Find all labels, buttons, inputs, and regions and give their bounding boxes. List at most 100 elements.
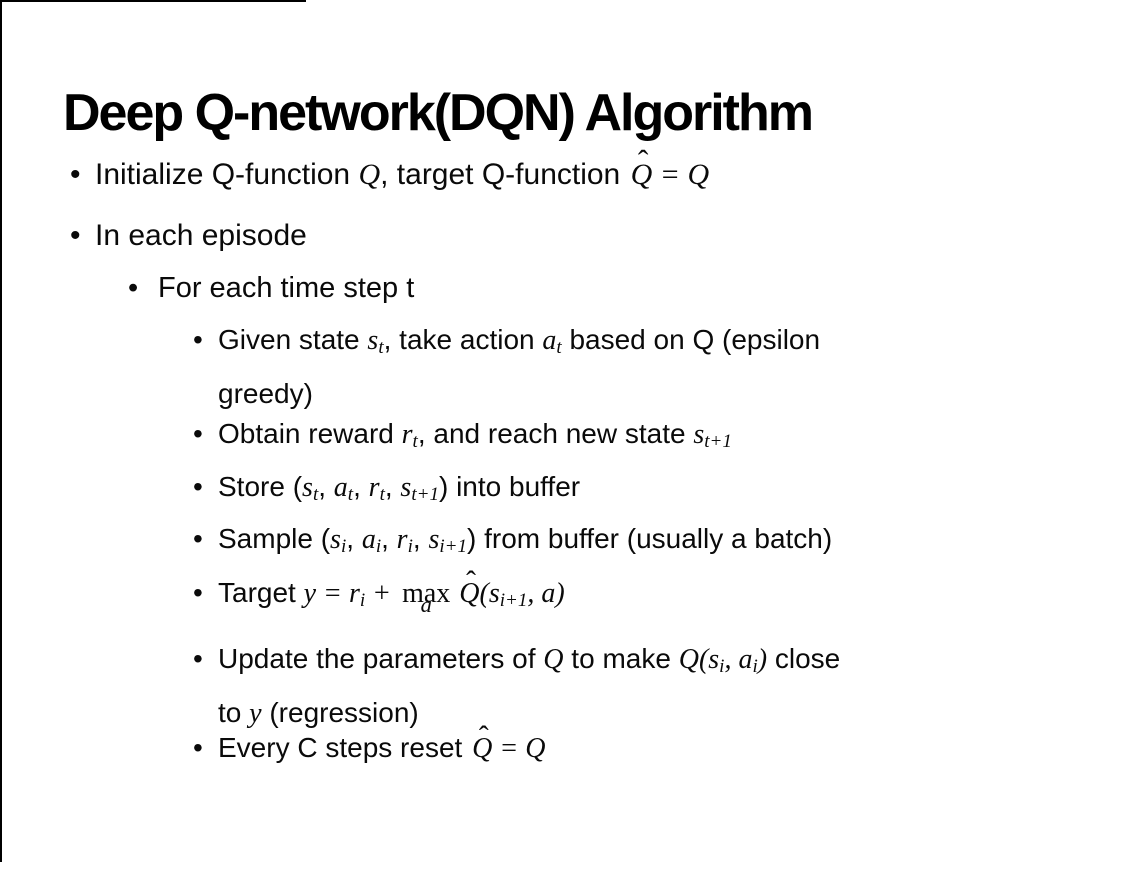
- math-subscript: i: [407, 536, 413, 558]
- hat-accent: ˆ: [478, 721, 489, 754]
- math-symbol: Q: [525, 733, 546, 764]
- math-subscripted: ai: [738, 644, 758, 678]
- text-run: Update the parameters of: [218, 643, 544, 674]
- math-subscripted: rt: [368, 472, 385, 506]
- text-run: to: [218, 697, 250, 729]
- text-run: based on Q (epsilon: [561, 324, 821, 355]
- text-run: ,: [353, 471, 369, 502]
- math-subscript: i+1: [499, 590, 528, 612]
- text-run: ) from buffer (usually a batch): [467, 523, 833, 554]
- math-symbol: y: [249, 698, 262, 730]
- math-symbol: ,: [527, 578, 542, 609]
- bullet-item: • In each episode: [70, 217, 307, 255]
- math-symbol: (: [698, 644, 709, 675]
- text-run: ,: [384, 471, 401, 502]
- math-subscripted: st+1: [400, 472, 439, 506]
- text-run: ) into buffer: [438, 471, 581, 502]
- math-symbol: =: [652, 158, 688, 191]
- text-run: Every C steps reset: [218, 732, 471, 763]
- math-symbol: Q: [543, 644, 564, 675]
- math-symbol: =: [316, 578, 349, 609]
- math-subscripted: at: [542, 325, 562, 359]
- bullet-marker-icon: •: [193, 643, 203, 674]
- text-run: Sample (: [218, 523, 331, 554]
- bullet-item: • Sample (si, ai, ri, si+1) from buffer (…: [193, 516, 832, 570]
- bullet-text: For each time step t: [158, 269, 414, 307]
- math-subscript: i: [719, 656, 725, 678]
- math-subscripted: si+1: [488, 578, 528, 612]
- bullet-item: • Store (st, at, rt, st+1) into buffer: [193, 464, 580, 518]
- bullet-marker-icon: •: [193, 732, 203, 763]
- math-subscripted: st: [302, 472, 319, 506]
- text-run: ,: [412, 523, 429, 554]
- bullet-marker-icon: •: [193, 471, 203, 502]
- text-run: ,: [346, 523, 362, 554]
- bullet-marker-icon: •: [193, 324, 203, 355]
- bullet-marker-icon: •: [193, 418, 203, 449]
- math-symbol: ): [757, 644, 768, 675]
- bullet-text: Update the parameters of Q to make Q(si,…: [218, 636, 840, 737]
- text-run: Store (: [218, 471, 303, 502]
- slide-border-top: [0, 0, 306, 2]
- math-subscripted: st+1: [693, 419, 732, 453]
- math-symbol: a: [541, 578, 556, 609]
- math-symbol: y: [303, 578, 317, 609]
- bullet-marker-icon: •: [193, 523, 203, 554]
- text-run: (regression): [261, 697, 419, 729]
- math-subscript: i: [752, 656, 758, 678]
- bullet-marker-icon: •: [70, 219, 81, 252]
- text-run: In each episode: [95, 219, 307, 252]
- text-run: ,: [318, 471, 334, 502]
- math-symbol: ): [555, 578, 565, 609]
- math-symbol: =: [492, 733, 526, 764]
- math-symbol: ,: [724, 644, 739, 675]
- math-subscripted: ri: [348, 578, 366, 612]
- text-run: Obtain reward: [218, 418, 402, 449]
- bullet-item: •Initialize Q-function Q, target Q-funct…: [70, 144, 710, 194]
- bullet-text: Given state st, take action at based on …: [218, 317, 820, 417]
- math-symbol: Q: [687, 158, 710, 191]
- math-subscripted: si: [330, 524, 347, 558]
- math-subscript: t: [312, 484, 319, 506]
- math-subscripted: si+1: [428, 524, 467, 558]
- text-run: Given state: [218, 324, 368, 355]
- math-subscript: i: [340, 536, 347, 558]
- bullet-item: • For each time step t: [128, 269, 414, 307]
- math-subscript: t: [556, 337, 562, 359]
- slide-border-left: [0, 0, 2, 862]
- math-subscript: i: [359, 590, 366, 612]
- text-run: greedy): [218, 378, 313, 410]
- math-symbol: Q: [358, 158, 381, 191]
- math-subscript: i: [375, 536, 382, 558]
- math-subscripted: ri: [396, 524, 413, 558]
- bullet-item: •Update the parameters of Q to make Q(si…: [193, 636, 840, 737]
- bullet-marker-icon: •: [128, 272, 139, 304]
- math-subscript: i+1: [439, 536, 467, 558]
- text-run: , take action: [383, 324, 543, 355]
- bullet-text: Sample (si, ai, ri, si+1) from buffer (u…: [218, 516, 832, 570]
- text-run: , target Q-function: [380, 158, 629, 191]
- math-symbol: (: [479, 578, 489, 609]
- text-run: to make: [563, 643, 679, 674]
- hat-accent: ˆ: [637, 144, 649, 180]
- bullet-text: Initialize Q-function Q, target Q-functi…: [95, 144, 710, 194]
- hat-accent: ˆ: [466, 566, 476, 599]
- max-under-argument: a: [420, 591, 432, 617]
- math-subscripted: rt: [401, 419, 418, 453]
- bullet-item: • Obtain reward rt, and reach new state s…: [193, 411, 732, 465]
- text-run: Initialize Q-function: [95, 158, 359, 191]
- bullet-item: •Given state st, take action at based on…: [193, 317, 820, 417]
- text-run: , and reach new state: [417, 418, 694, 449]
- math-subscript: t+1: [411, 484, 439, 506]
- math-subscripted: si: [708, 644, 725, 678]
- bullet-marker-icon: •: [70, 158, 81, 191]
- bullet-text: Store (st, at, rt, st+1) into buffer: [218, 464, 580, 518]
